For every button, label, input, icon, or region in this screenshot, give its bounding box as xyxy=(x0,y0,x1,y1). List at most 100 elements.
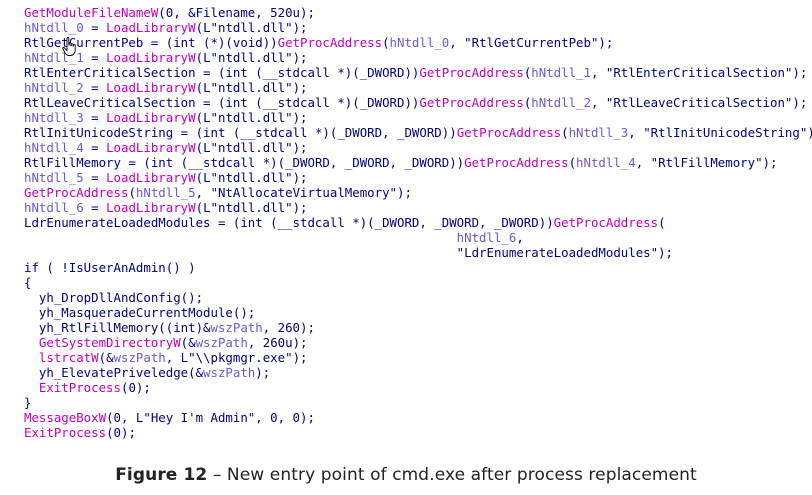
code-line: hNtdll_2 = LoadLibraryW(L"ntdll.dll"); xyxy=(24,80,812,95)
code-line: lstrcatW(&wszPath, L"\\pkgmgr.exe"); xyxy=(24,350,812,365)
code-token: ( xyxy=(523,65,532,80)
code-token: , "RtlEnterCriticalSection"); xyxy=(590,65,808,80)
code-token: ( xyxy=(128,185,136,200)
code-token: "LdrEnumerateLoadedModules"); xyxy=(24,245,674,260)
code-token: ( xyxy=(658,215,666,230)
code-line: hNtdll_6 = LoadLibraryW(L"ntdll.dll"); xyxy=(24,200,812,215)
code-listing: GetModuleFileNameW(0, &Filename, 520u);h… xyxy=(24,5,812,440)
code-token: RtlInitUnicodeString xyxy=(24,125,174,140)
code-line: hNtdll_5 = LoadLibraryW(L"ntdll.dll"); xyxy=(24,170,812,185)
code-token xyxy=(24,350,39,365)
code-token: hNtdll_1 xyxy=(531,65,591,80)
code-token xyxy=(24,335,39,350)
code-token: = xyxy=(83,50,107,65)
code-line: hNtdll_0 = LoadLibraryW(L"ntdll.dll"); xyxy=(24,20,812,35)
code-token: GetProcAddress xyxy=(419,95,524,110)
code-token: = (int (__stdcall *)(_DWORD, _DWORD)) xyxy=(173,125,457,140)
code-token: = xyxy=(83,20,107,35)
code-token: , L"\\pkgmgr.exe"); xyxy=(165,350,308,365)
code-line: yh_MasqueradeCurrentModule(); xyxy=(24,305,812,320)
code-token: hNtdll_4 xyxy=(24,140,84,155)
code-token: hNtdll_0 xyxy=(389,35,450,50)
code-line: { xyxy=(24,275,812,290)
code-token: hNtdll_2 xyxy=(24,80,84,95)
code-token: (0, L"Hey I'm Admin", 0, 0); xyxy=(106,410,315,425)
code-token: hNtdll_6 xyxy=(456,230,517,245)
code-token: GetProcAddress xyxy=(24,185,129,200)
code-line: ExitProcess(0); xyxy=(24,380,812,395)
code-token: = (int (__stdcall *)(_DWORD)) xyxy=(195,65,420,80)
code-token: wszPath xyxy=(210,320,263,335)
code-token: GetModuleFileNameW xyxy=(24,5,159,20)
code-token: yh_ElevatePriveledge(& xyxy=(24,365,204,380)
code-token: = xyxy=(83,170,107,185)
code-token: GetProcAddress xyxy=(464,155,569,170)
code-line: RtlEnterCriticalSection = (int (__stdcal… xyxy=(24,65,812,80)
code-line: } xyxy=(24,395,812,410)
code-line: yh_RtlFillMemory((int)&wszPath, 260); xyxy=(24,320,812,335)
code-token: hNtdll_6 xyxy=(24,200,84,215)
code-token xyxy=(24,230,457,245)
code-token: (L"ntdll.dll"); xyxy=(195,200,308,215)
code-token: = (int (__stdcall *)(_DWORD)) xyxy=(195,95,420,110)
code-token: = (int (__stdcall *)(_DWORD, _DWORD, _DW… xyxy=(120,155,465,170)
code-line: MessageBoxW(0, L"Hey I'm Admin", 0, 0); xyxy=(24,410,812,425)
code-token xyxy=(24,380,39,395)
code-line: hNtdll_6, xyxy=(24,230,812,245)
code-token: hNtdll_5 xyxy=(24,170,84,185)
code-token: (L"ntdll.dll"); xyxy=(195,20,308,35)
code-token: (0, &Filename, 520u); xyxy=(158,5,315,20)
code-token: hNtdll_2 xyxy=(531,95,591,110)
code-line: if ( !IsUserAnAdmin() ) xyxy=(24,260,812,275)
code-line: GetProcAddress(hNtdll_5, "NtAllocateVirt… xyxy=(24,185,812,200)
code-token: ( xyxy=(568,155,577,170)
code-token: GetProcAddress xyxy=(553,215,659,230)
code-token: LoadLibraryW xyxy=(106,20,196,35)
code-line: GetModuleFileNameW(0, &Filename, 520u); xyxy=(24,5,812,20)
figure-caption: Figure 12 – New entry point of cmd.exe a… xyxy=(0,465,812,485)
code-line: RtlInitUnicodeString = (int (__stdcall *… xyxy=(24,125,812,140)
code-token: RtlLeaveCriticalSection xyxy=(24,95,196,110)
code-line: GetSystemDirectoryW(&wszPath, 260u); xyxy=(24,335,812,350)
code-token: hNtdll_3 xyxy=(568,125,629,140)
code-line: hNtdll_1 = LoadLibraryW(L"ntdll.dll"); xyxy=(24,50,812,65)
code-token: = (int (*)(void)) xyxy=(143,35,278,50)
code-line: hNtdll_4 = LoadLibraryW(L"ntdll.dll"); xyxy=(24,140,812,155)
code-line: RtlLeaveCriticalSection = (int (__stdcal… xyxy=(24,95,812,110)
code-line: "LdrEnumerateLoadedModules"); xyxy=(24,245,812,260)
code-token: , "NtAllocateVirtualMemory"); xyxy=(195,185,412,200)
code-token: = xyxy=(83,140,107,155)
code-token: ( xyxy=(561,125,569,140)
code-token: if ( !IsUserAnAdmin() ) xyxy=(24,260,196,275)
code-token: = (int (__stdcall *)(_DWORD, _DWORD, _DW… xyxy=(210,215,554,230)
code-token: LoadLibraryW xyxy=(106,110,196,125)
code-token: (L"ntdll.dll"); xyxy=(195,140,308,155)
figure-label: Figure 12 xyxy=(115,465,208,485)
code-token: MessageBoxW xyxy=(24,410,107,425)
code-token: ); xyxy=(255,365,271,380)
code-token: (L"ntdll.dll"); xyxy=(195,170,308,185)
code-token: , "RtlLeaveCriticalSection"); xyxy=(590,95,808,110)
code-token: = xyxy=(83,200,107,215)
code-token: hNtdll_0 xyxy=(24,20,84,35)
code-token: (L"ntdll.dll"); xyxy=(195,50,308,65)
code-line: RtlGetCurrentPeb = (int (*)(void))GetPro… xyxy=(24,35,812,50)
code-token: hNtdll_5 xyxy=(135,185,196,200)
code-token: RtlGetCurrentPeb xyxy=(24,35,144,50)
code-token: GetProcAddress xyxy=(456,125,562,140)
code-token: , "RtlFillMemory"); xyxy=(635,155,778,170)
code-token: LoadLibraryW xyxy=(106,50,196,65)
code-token: LoadLibraryW xyxy=(106,140,196,155)
code-token: LoadLibraryW xyxy=(106,170,196,185)
code-token: = xyxy=(83,80,107,95)
code-token: RtlFillMemory xyxy=(24,155,121,170)
code-token: lstrcatW xyxy=(38,350,99,365)
code-line: ExitProcess(0); xyxy=(24,425,812,440)
code-token: GetSystemDirectoryW xyxy=(38,335,181,350)
code-token: , 260); xyxy=(262,320,315,335)
code-token: wszPath xyxy=(203,365,256,380)
code-token: LoadLibraryW xyxy=(106,80,196,95)
code-line: yh_DropDllAndConfig(); xyxy=(24,290,812,305)
code-token: , xyxy=(516,230,524,245)
code-token: (0); xyxy=(120,380,151,395)
